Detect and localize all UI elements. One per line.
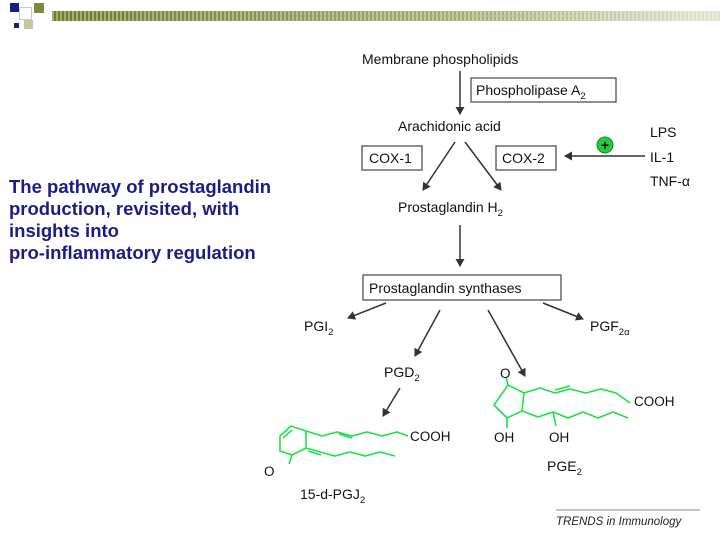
node-membrane-phospholipids: Membrane phospholipids [362,51,518,67]
box-prostaglandin-synthases [362,274,562,301]
pge2-cooh-label: COOH [634,394,675,409]
caption-line: The pathway of prostaglandin [9,176,272,197]
node-pgd2: PGD2 [384,364,420,384]
node-tnf-alpha: TNF-α [650,173,690,189]
pge2-structure [492,376,631,428]
box-phospholipase [470,77,617,103]
header-stripe-bar [52,11,720,21]
node-pgf2a: PGF2α [590,318,630,338]
header-square-light [24,20,33,29]
node-pge2: PGE2 [547,458,582,478]
box-cox1 [361,145,423,171]
plus-icon [596,136,614,154]
box-cox2 [495,145,557,171]
pge2-o-label: O [500,366,511,381]
node-il1: IL-1 [650,149,674,165]
caption-line: pro-inflammatory regulation [9,242,256,263]
plus-icon-glyph: + [601,137,609,153]
caption-line: production, revisited, with [9,198,240,219]
node-pgi2: PGI2 [304,318,333,338]
arrow-cox2-branch [464,141,502,191]
pgj2-cooh-label: COOH [410,429,451,444]
slide-caption: The pathway of prostaglandin production,… [9,176,354,264]
pge2-oh-label-2: OH [549,430,569,445]
pgj2-structure [279,425,409,465]
source-label: TRENDS in Immunology [556,516,683,528]
header-square-olive [34,3,44,13]
node-cox1: COX-1 [369,150,412,166]
arrow-to-pgi2 [347,302,387,320]
node-15d-pgj2: 15-d-PGJ2 [300,486,365,506]
pgj2-o-label: O [264,464,275,479]
arrow-pgd2-to-pgj2 [382,387,401,417]
node-prostaglandin-synthases: Prostaglandin synthases [369,280,522,296]
pge2-oh-label-1: OH [494,430,514,445]
node-arachidonic-acid: Arachidonic acid [398,118,501,134]
arrow-to-pgf2a [542,302,584,321]
arrow-to-pge2 [487,309,526,377]
caption-line: insights into [9,220,119,241]
node-cox2: COX-2 [502,150,545,166]
node-prostaglandin-h2: Prostaglandin H2 [398,199,503,219]
header-square-white [19,7,32,20]
node-lps: LPS [650,124,676,140]
header-square-dark [10,3,19,12]
header-square-blue [14,23,19,28]
arrow-cox1-branch [422,141,456,191]
arrow-to-pgd2 [414,309,441,357]
node-phospholipase-a2: Phospholipase A2 [476,82,586,102]
